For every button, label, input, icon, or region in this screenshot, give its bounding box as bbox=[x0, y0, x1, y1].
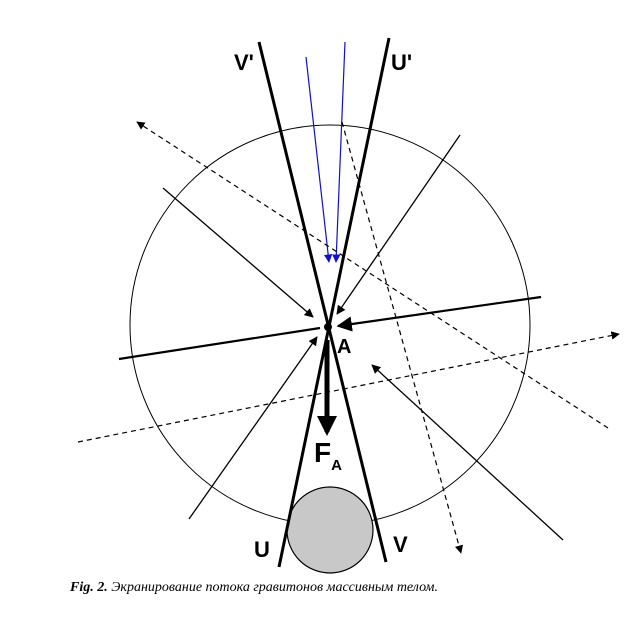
massive-body bbox=[286, 486, 374, 574]
flux-arrow-upper-right bbox=[336, 134, 461, 315]
line-v-prime-v bbox=[257, 41, 388, 563]
point-a bbox=[324, 323, 332, 331]
flux-arrow-upper-left bbox=[162, 187, 314, 318]
label-force-main: F bbox=[314, 437, 331, 468]
label-force: FA bbox=[314, 437, 342, 474]
dashed-flux-vertical bbox=[341, 121, 464, 554]
flux-line-left-horizontal bbox=[118, 326, 321, 361]
caption-text: Экранирование потока гравитонов массивны… bbox=[111, 580, 438, 595]
flux-arrow-lower-left bbox=[188, 336, 318, 520]
flux-arrow-right-horizontal bbox=[336, 295, 542, 332]
label-u: U bbox=[254, 537, 270, 562]
blue-flux-arrow-right bbox=[332, 41, 346, 263]
flux-arrow-lower-right bbox=[371, 364, 564, 541]
label-point-a: A bbox=[337, 336, 351, 358]
line-u-prime-u bbox=[277, 37, 391, 568]
label-v: V bbox=[393, 532, 408, 557]
label-force-subscript: A bbox=[331, 457, 342, 474]
label-v-prime: V' bbox=[234, 50, 254, 75]
label-u-prime: U' bbox=[391, 50, 412, 75]
figure-caption: Fig. 2. Экранирование потока гравитонов … bbox=[70, 580, 438, 596]
dashed-flux-lower bbox=[77, 331, 620, 443]
blue-flux-arrow-left bbox=[305, 56, 333, 263]
caption-prefix: Fig. 2. bbox=[70, 580, 108, 595]
dashed-flux-upper bbox=[136, 121, 609, 429]
